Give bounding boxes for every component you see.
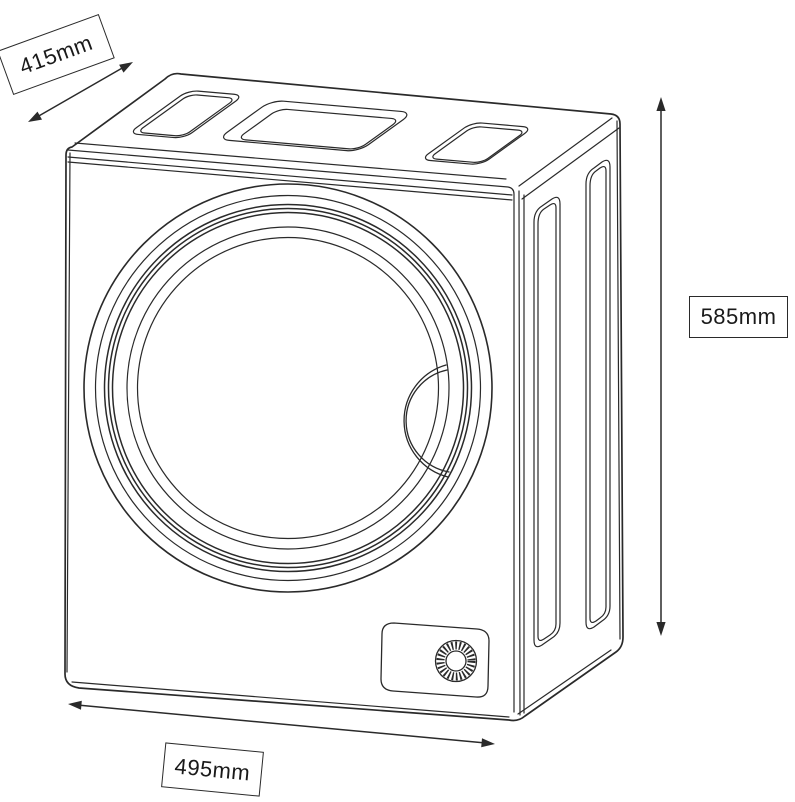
- depth-arrow: [28, 62, 133, 122]
- width-arrowhead-right: [481, 738, 495, 748]
- width-dimension-label: 495mm: [161, 742, 264, 797]
- side-groove-back-inner: [589, 165, 607, 624]
- depth-arrowhead-bottom: [28, 111, 42, 122]
- door-window-inner: [136, 236, 440, 540]
- door-rim-3: [111, 211, 465, 565]
- height-arrowhead-top: [656, 97, 666, 111]
- knob-knurled-ring: [436, 641, 476, 681]
- top-vent-left-inner: [137, 94, 237, 136]
- top-vent-right-inner: [429, 126, 526, 163]
- door-handle-recess: [403, 364, 450, 478]
- door-rim-2: [107, 207, 469, 569]
- top-vent-left-outer: [128, 90, 244, 138]
- program-knob: [434, 639, 478, 683]
- top-panel-vents: [127, 90, 541, 165]
- top-vent-middle-outer: [217, 100, 413, 152]
- side-groove-front-inner: [537, 202, 557, 642]
- depth-arrowhead-top: [119, 62, 133, 73]
- top-vent-middle-inner: [237, 109, 401, 150]
- width-dimension-value: 495mm: [173, 752, 252, 786]
- top-vent-right-outer: [420, 122, 533, 165]
- door-ring-2: [94, 194, 482, 582]
- knob-center: [445, 650, 467, 672]
- body-silhouette: [64, 72, 624, 722]
- door-rim-1: [103, 203, 473, 573]
- side-groove-back-outer: [585, 159, 611, 630]
- body-edge-lines: [66, 117, 621, 718]
- door-assembly: [83, 183, 493, 593]
- height-dimension-value: 585mm: [700, 304, 777, 329]
- height-arrowhead-bottom: [656, 622, 666, 636]
- door-outer-ring: [83, 183, 493, 593]
- height-dimension-label: 585mm: [689, 296, 788, 338]
- width-arrowhead-left: [68, 700, 82, 710]
- door-window-outer: [126, 226, 450, 550]
- side-panel-grooves: [533, 159, 611, 648]
- side-groove-front-outer: [533, 196, 561, 648]
- control-panel: [380, 622, 490, 698]
- dryer-body: [64, 72, 624, 722]
- width-arrow: [68, 700, 495, 748]
- height-arrow: [656, 97, 666, 636]
- knob-outer: [434, 639, 478, 683]
